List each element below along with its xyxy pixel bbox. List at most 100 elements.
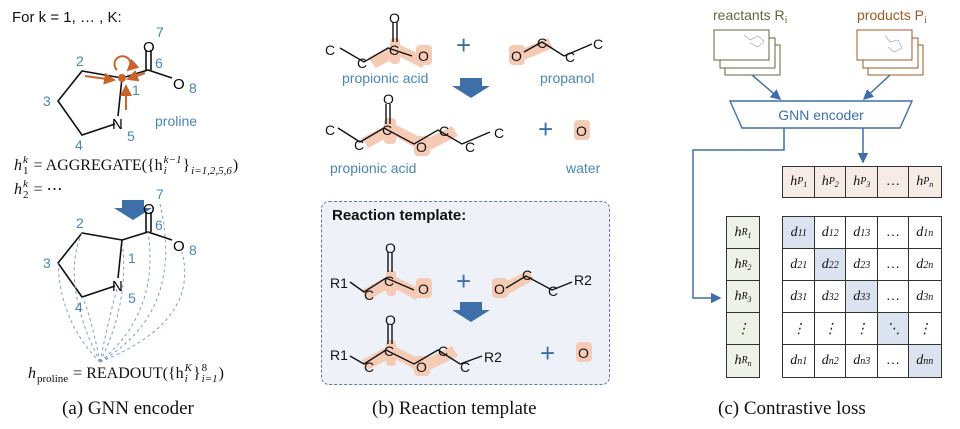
svg-text:8: 8 — [189, 242, 197, 258]
svg-text:O: O — [389, 10, 400, 26]
svg-text:O: O — [173, 238, 185, 255]
atom-number-1: 1 — [132, 82, 140, 98]
svg-text:O: O — [383, 91, 394, 107]
svg-text:C: C — [382, 122, 392, 138]
svg-text:C: C — [494, 125, 504, 141]
products-label: products Pi — [857, 7, 927, 26]
svg-text:O: O — [385, 240, 396, 256]
plus-sign: + — [538, 114, 553, 144]
svg-text:C: C — [389, 42, 399, 58]
svg-text:5: 5 — [128, 290, 136, 306]
svg-text:O: O — [494, 281, 505, 297]
proline-graphs: O O N 1 2 3 4 5 6 7 8 proline O O N 1 2 … — [43, 24, 197, 363]
svg-text:C: C — [438, 343, 448, 359]
atom-o7: O — [143, 39, 155, 56]
template-title: Reaction template: — [332, 207, 467, 224]
arrow-down-icon — [452, 302, 490, 322]
label-propionic-acid: propionic acid — [342, 70, 428, 86]
svg-text:6: 6 — [155, 217, 163, 233]
caption-a: (a) GNN encoder — [62, 398, 194, 419]
svg-text:O: O — [416, 359, 427, 375]
svg-text:C: C — [325, 122, 335, 138]
atom-number-2: 2 — [76, 53, 84, 69]
product-stack — [856, 29, 924, 76]
distance-cell: … — [876, 344, 910, 378]
atom-o8: O — [173, 76, 185, 93]
atom-number-7: 7 — [156, 24, 164, 40]
svg-text:4: 4 — [75, 299, 83, 315]
svg-text:O: O — [416, 139, 427, 155]
distance-cell: ⋱ — [876, 312, 910, 346]
svg-text:C: C — [364, 287, 374, 303]
atom-n5: N — [112, 116, 123, 133]
product-embedding-cell: … — [876, 166, 910, 198]
svg-text:C: C — [537, 35, 547, 51]
svg-text:C: C — [364, 359, 374, 375]
svg-text:C: C — [460, 359, 470, 375]
svg-text:C: C — [548, 283, 558, 299]
arrow-down-icon — [114, 200, 152, 220]
atom-number-8: 8 — [189, 80, 197, 96]
distance-cell: ⋮ — [782, 312, 816, 346]
svg-text:R1: R1 — [330, 275, 348, 291]
svg-text:O: O — [418, 281, 429, 297]
distance-cell: ⋮ — [813, 312, 847, 346]
atom-number-6: 6 — [155, 55, 163, 71]
molecule-label: proline — [155, 113, 197, 129]
reactant-embedding-cell: ⋮ — [726, 312, 760, 346]
atom-number-4: 4 — [75, 137, 83, 153]
svg-text:3: 3 — [43, 255, 51, 271]
atom-number-3: 3 — [43, 93, 51, 109]
message-arrows — [84, 55, 146, 110]
svg-text:C: C — [565, 49, 575, 65]
svg-text:C: C — [325, 42, 335, 58]
svg-text:C: C — [357, 55, 367, 71]
svg-text:7: 7 — [156, 186, 164, 202]
distance-cell: … — [876, 248, 910, 282]
readout-lines — [57, 203, 186, 363]
svg-text:C: C — [465, 139, 475, 155]
distance-cell: ⋮ — [845, 312, 879, 346]
svg-text:O: O — [576, 123, 587, 139]
arrow-down-icon — [452, 78, 490, 98]
svg-text:O: O — [418, 48, 429, 64]
svg-text:C: C — [384, 273, 394, 289]
svg-text:O: O — [385, 312, 396, 328]
svg-text:O: O — [578, 345, 589, 361]
svg-text:R1: R1 — [330, 347, 348, 363]
reactant-stack — [713, 29, 781, 76]
contrastive-diagram: reactants Ri products Pi GNN encoder — [692, 7, 927, 304]
svg-text:C: C — [384, 343, 394, 359]
gnn-encoder-block — [728, 100, 914, 129]
distance-cell: ⋮ — [908, 312, 942, 346]
reactants-label: reactants Ri — [713, 7, 788, 26]
distance-cell: … — [876, 280, 910, 314]
svg-text:O: O — [511, 48, 522, 64]
